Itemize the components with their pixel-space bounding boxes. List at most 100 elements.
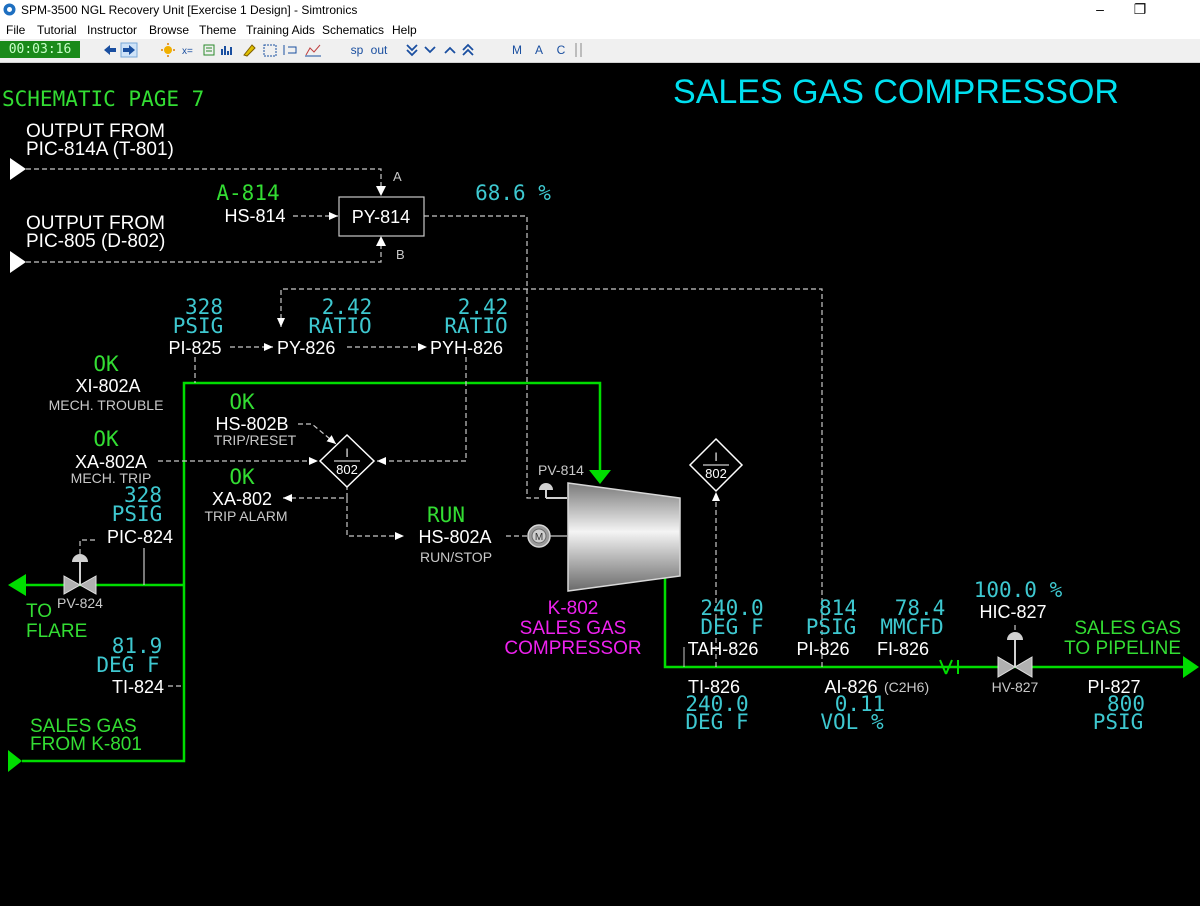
tah826-value: 240.0 — [700, 596, 763, 620]
xi802a-tag[interactable]: XI-802A — [75, 376, 140, 396]
pi826-value: 814 — [819, 596, 857, 620]
input-pic805-line2: PIC-805 (D-802) — [26, 231, 165, 252]
motor-icon[interactable]: M — [527, 524, 551, 548]
hv827-tag: HV-827 — [992, 679, 1039, 695]
xa802a-desc: MECH. TRIP — [71, 470, 152, 486]
hic827-tag[interactable]: HIC-827 — [979, 602, 1046, 622]
output-button[interactable]: out — [370, 43, 388, 57]
py814-tag: PY-814 — [352, 207, 410, 227]
sales-gas-inlet-line — [22, 381, 602, 763]
restore-button[interactable]: ❐ — [1133, 1, 1147, 17]
ai826-component: (C2H6) — [884, 679, 929, 695]
pic824-tag[interactable]: PIC-824 — [107, 527, 173, 547]
minimize-button[interactable]: – — [1096, 1, 1104, 17]
py826-unit: RATIO — [308, 314, 371, 338]
pv814-tag: PV-814 — [538, 462, 584, 478]
hs802a-tag[interactable]: HS-802A — [418, 527, 491, 547]
cascade-button[interactable]: C — [556, 43, 566, 57]
ramp-arrows-icon[interactable] — [405, 42, 490, 58]
title-bar: SPM-3500 NGL Recovery Unit [Exercise 1 D… — [0, 0, 1200, 20]
input-pic805-arrow[interactable] — [10, 251, 26, 273]
flare-arrow — [8, 574, 26, 596]
ai826-value: 0.11 — [835, 692, 886, 716]
sig-pyh826-i802 — [377, 357, 467, 465]
menu-schematics[interactable]: Schematics — [322, 23, 385, 37]
pi825-unit: PSIG — [173, 314, 224, 338]
discharge-arrow — [1183, 656, 1199, 678]
ai826-unit: VOL % — [820, 710, 884, 734]
hs802b-desc: TRIP/RESET — [214, 432, 297, 448]
nav-arrows-icon[interactable] — [100, 42, 140, 58]
window-title: SPM-3500 NGL Recovery Unit [Exercise 1 D… — [21, 3, 358, 17]
ti824-unit: DEG F — [96, 653, 159, 677]
pyh826-tag[interactable]: PYH-826 — [430, 338, 503, 358]
py814-box[interactable] — [338, 196, 425, 237]
menu-file[interactable]: File — [6, 23, 26, 37]
menu-browse[interactable]: Browse — [149, 23, 190, 37]
interlock-i802-left-num: 802 — [336, 462, 358, 477]
xa802-tag[interactable]: XA-802 — [212, 489, 272, 509]
ti826-unit: DEG F — [685, 710, 748, 734]
xa802-status: OK — [229, 465, 255, 489]
pi825-tag[interactable]: PI-825 — [168, 338, 221, 358]
menu-tutorial[interactable]: Tutorial — [37, 23, 77, 37]
training-tools-icon[interactable]: x= — [160, 42, 335, 58]
interlock-i802-right-tag: I — [714, 450, 717, 464]
input-pic805-line1: OUTPUT FROM — [26, 213, 165, 234]
flare-line2: FLARE — [26, 621, 87, 642]
toolbar-separator — [575, 43, 582, 57]
py814-b-arrow — [376, 236, 386, 246]
menu-training-aids[interactable]: Training Aids — [246, 23, 315, 37]
py814-input-a: A — [393, 169, 402, 184]
motor-label: M — [535, 532, 543, 543]
hv827-valve-icon[interactable] — [997, 632, 1033, 678]
hs814-value: A-814 — [216, 181, 279, 205]
interlock-i802-left[interactable]: I 802 — [318, 433, 376, 489]
menu-instructor[interactable]: Instructor — [87, 23, 138, 37]
schematic-page-label: SCHEMATIC PAGE 7 — [2, 87, 204, 111]
process-schematic: SCHEMATIC PAGE 7 SALES GAS COMPRESSOR OU… — [2, 73, 1199, 772]
manual-button[interactable]: M — [512, 43, 522, 57]
input-pic814a-arrow[interactable] — [10, 158, 26, 180]
ti826-tag[interactable]: TI-826 — [688, 677, 740, 697]
ti824-value: 81.9 — [112, 634, 163, 658]
fi826-unit: MMCFD — [880, 615, 943, 639]
xa802a-status: OK — [93, 427, 119, 451]
pi826-unit: PSIG — [806, 615, 857, 639]
pic824-unit: PSIG — [112, 502, 163, 526]
k802-tag: K-802 — [548, 598, 599, 619]
hs814-tag[interactable]: HS-814 — [224, 206, 285, 226]
compressor-k802[interactable] — [567, 482, 681, 592]
input-pic814a-line1: OUTPUT FROM — [26, 121, 165, 142]
sig-i802-xa802 — [283, 485, 348, 502]
menu-help[interactable]: Help — [392, 23, 417, 37]
py826-tag[interactable]: PY-826 — [277, 338, 335, 358]
sales-gas-in-line2: FROM K-801 — [30, 734, 142, 755]
sig-pi826-py826 — [277, 288, 823, 667]
auto-button[interactable]: A — [534, 43, 543, 57]
sales-gas-in-line1: SALES GAS — [30, 716, 137, 737]
pyh826-value: 2.42 — [458, 295, 509, 319]
sales-gas-out-line2: TO PIPELINE — [1064, 638, 1181, 659]
xa802a-tag[interactable]: XA-802A — [75, 452, 147, 472]
xi802a-desc: MECH. TROUBLE — [49, 397, 164, 413]
pi827-value: 800 — [1107, 692, 1145, 716]
hs802b-status: OK — [229, 390, 255, 414]
fi826-tag[interactable]: FI-826 — [877, 639, 929, 659]
tah826-tag[interactable]: TAH-826 — [688, 639, 759, 659]
ai826-tag[interactable]: AI-826 — [824, 677, 877, 697]
tah826-unit: DEG F — [700, 615, 763, 639]
sales-gas-in-arrow[interactable] — [8, 750, 22, 772]
hs802b-tag[interactable]: HS-802B — [215, 414, 288, 434]
setpoint-button[interactable]: sp — [350, 43, 364, 57]
pv824-valve-icon[interactable] — [63, 554, 97, 595]
interlock-i802-right[interactable]: I 802 — [688, 437, 744, 493]
page-title: SALES GAS COMPRESSOR — [673, 73, 1119, 111]
pi827-tag[interactable]: PI-827 — [1087, 677, 1140, 697]
signal-lines — [26, 168, 1016, 687]
ti824-tag[interactable]: TI-824 — [112, 677, 164, 697]
input-pic814a-line2: PIC-814A (T-801) — [26, 139, 174, 160]
pv814-actuator-icon[interactable] — [539, 483, 567, 499]
menu-theme[interactable]: Theme — [199, 23, 237, 37]
pi826-tag[interactable]: PI-826 — [796, 639, 849, 659]
